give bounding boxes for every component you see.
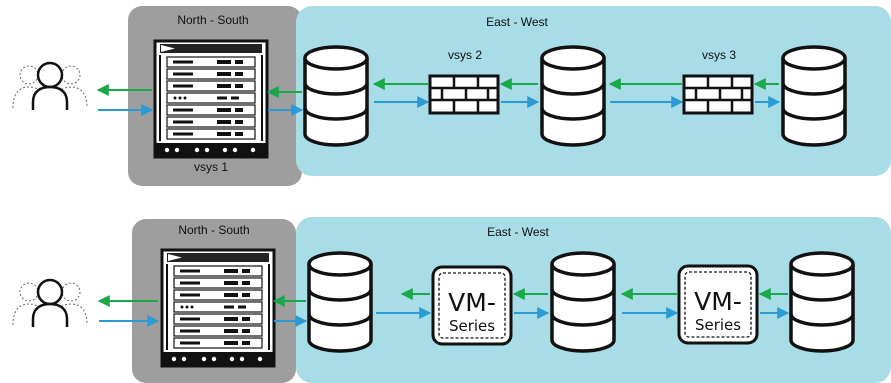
user-group-icon: [11, 278, 89, 329]
brick-firewall-icon: [682, 74, 754, 115]
north-south-label: North - South: [177, 13, 248, 27]
brick-firewall-icon: [428, 74, 500, 115]
segment-label-1: vsys 2: [448, 48, 482, 62]
north-south-label: North - South: [178, 223, 249, 237]
vm-series-icon: VM- Series: [431, 265, 513, 346]
user-group-icon: [11, 61, 89, 112]
east-west-label: East - West: [486, 15, 548, 29]
database-icon: [550, 251, 616, 353]
vm-series-main-text: VM-: [694, 287, 742, 316]
firewall-appliance-icon: [160, 248, 276, 368]
vm-series-sub-text: Series: [695, 316, 741, 334]
database-icon: [307, 251, 373, 353]
appliance-label: vsys 1: [194, 160, 228, 174]
east-west-label: East - West: [487, 225, 549, 239]
vm-series-main-text: VM-: [448, 288, 496, 317]
row-1: North - South East - West vsys 1 vsys 2 …: [11, 6, 891, 186]
database-icon: [540, 45, 606, 147]
database-icon: [303, 45, 369, 147]
vm-series-icon: VM- Series: [677, 264, 759, 345]
database-icon: [789, 251, 855, 353]
firewall-appliance-icon: [153, 39, 269, 159]
vm-series-sub-text: Series: [449, 317, 495, 335]
segment-label-2: vsys 3: [702, 48, 736, 62]
row-2: North - South East - West VM- Series VM-…: [11, 217, 891, 383]
database-icon: [781, 45, 847, 147]
